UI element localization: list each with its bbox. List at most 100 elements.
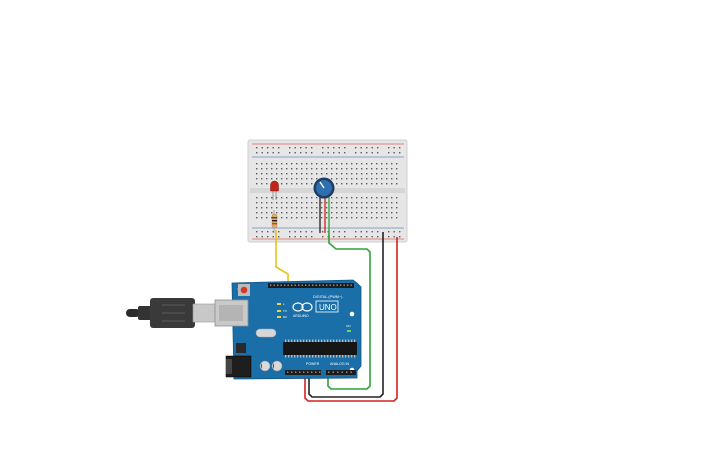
wires[interactable] [275,230,398,402]
breadboard-hole [326,212,328,214]
breadboard-hole [381,217,383,219]
breadboard-hole [391,173,393,175]
rail-hole [261,236,263,238]
breadboard-hole [396,178,398,180]
breadboard-hole [261,217,263,219]
usb-cable[interactable] [126,298,218,328]
rail-hole [305,236,307,238]
breadboard-hole [341,197,343,199]
breadboard-hole [331,207,333,209]
rail-hole [305,152,307,154]
breadboard-hole [261,197,263,199]
breadboard-hole [276,163,278,165]
rail-hole [344,231,346,233]
breadboard-holes[interactable] [256,147,401,238]
breadboard-hole [256,202,258,204]
breadboard-hole [366,207,368,209]
rail-hole [377,152,379,154]
breadboard-hole [261,202,263,204]
breadboard-hole [286,202,288,204]
ic-pin [312,355,314,358]
breadboard-hole [361,197,363,199]
breadboard-hole [366,168,368,170]
potentiometer[interactable] [313,177,335,234]
breadboard-hole [286,212,288,214]
ic-pin [303,339,305,342]
on-label: ON [346,324,351,328]
wire-green[interactable] [327,233,371,390]
wire-red[interactable] [304,237,398,402]
breadboard-hole [346,183,348,185]
reset-button[interactable] [240,286,248,294]
header-pin [291,284,293,286]
wire-black[interactable] [308,232,384,398]
breadboard-hole [381,168,383,170]
ic-pin [324,339,326,342]
breadboard-hole [361,207,363,209]
arduino-uno[interactable]: DIGITAL (PWM~) POWER ANALOG IN ARDUINO U… [214,279,362,380]
wire-yellow[interactable] [275,230,289,286]
breadboard-hole [281,183,283,185]
breadboard-hole [266,197,268,199]
breadboard-hole [286,168,288,170]
rail-hole [256,152,258,154]
breadboard-hole [346,197,348,199]
led-body[interactable] [270,180,279,192]
breadboard-hole [356,183,358,185]
rail-hole [338,152,340,154]
breadboard-hole [381,197,383,199]
header-pin [329,284,331,286]
header-pin [287,284,289,286]
breadboard-hole [366,197,368,199]
ic-pin [348,339,350,342]
breadboard-hole [356,168,358,170]
breadboard-hole [371,197,373,199]
breadboard-hole [351,217,353,219]
breadboard-hole [276,197,278,199]
ic-pin [333,339,335,342]
breadboard-hole [336,217,338,219]
breadboard-hole [346,173,348,175]
breadboard-hole [371,183,373,185]
breadboard-hole [386,183,388,185]
breadboard-hole [366,183,368,185]
breadboard-hole [361,168,363,170]
header-pin [333,284,335,286]
digital-header[interactable] [268,283,354,288]
breadboard-hole [341,207,343,209]
header-pin [273,284,275,286]
breadboard-hole [306,183,308,185]
rail-hole [399,152,401,154]
rail-hole [338,236,340,238]
rail-hole [278,236,280,238]
breadboard-hole [396,163,398,165]
rail-hole [388,231,390,233]
rail-hole [289,231,291,233]
breadboard-hole [266,168,268,170]
breadboard-hole [276,173,278,175]
breadboard-hole [301,212,303,214]
rail-hole [322,236,324,238]
red-led[interactable] [270,180,279,200]
breadboard-hole [266,212,268,214]
header-pin [303,371,305,373]
breadboard-hole [311,168,313,170]
tx-label: TX [283,309,287,313]
rail-hole [399,231,401,233]
analog-header[interactable] [326,370,356,375]
breadboard-hole [351,168,353,170]
rail-hole [388,147,390,149]
ic-pin [297,339,299,342]
breadboard-hole [301,217,303,219]
ic-pin [345,339,347,342]
ic-pin [300,355,302,358]
rail-hole [300,152,302,154]
header-pin [277,284,279,286]
rail-hole [300,147,302,149]
resistor[interactable] [271,210,278,233]
breadboard-hole [381,173,383,175]
breadboard-hole [336,163,338,165]
breadboard-hole [376,207,378,209]
breadboard-hole [256,178,258,180]
